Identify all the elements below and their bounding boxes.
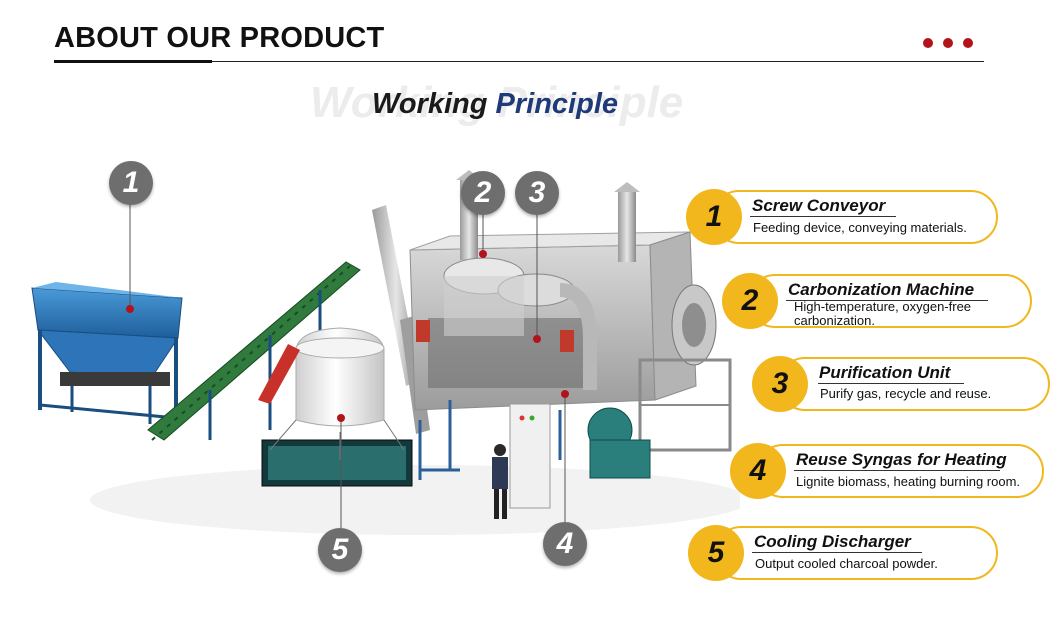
pointer-dot	[533, 335, 541, 343]
card-pill	[712, 190, 998, 244]
page-title: ABOUT OUR PRODUCT	[54, 22, 385, 54]
legend-card-1: 1 Screw Conveyor Feeding device, conveyi…	[686, 189, 998, 245]
pointer-dot	[561, 390, 569, 398]
support-frame	[418, 400, 562, 480]
pointer-dot	[126, 305, 134, 313]
card-title: Screw Conveyor	[752, 196, 886, 215]
induced-draft-fan	[587, 407, 651, 479]
section-subtitle: Working Principle	[372, 88, 618, 121]
pointer-leaders	[129, 204, 566, 528]
card-number-badge: 2	[722, 273, 778, 329]
header-divider	[54, 61, 984, 62]
card-number-badge: 1	[686, 189, 742, 245]
feed-hopper	[31, 282, 183, 424]
header-underline-accent	[54, 60, 212, 63]
card-pill	[748, 274, 1032, 328]
card-title-underline	[752, 552, 922, 553]
card-title-underline	[794, 470, 1000, 471]
red-dot-icon	[943, 38, 953, 48]
card-pill	[714, 526, 998, 580]
card-number-badge: 5	[688, 525, 744, 581]
pointer-dot	[337, 414, 345, 422]
decorative-dots	[923, 38, 973, 48]
subtitle-word-1: Working	[372, 88, 488, 120]
marker-1: 1	[109, 161, 153, 205]
legend-card-5: 5 Cooling Discharger Output cooled charc…	[688, 525, 998, 581]
legend-card-4: 4 Reuse Syngas for Heating Lignite bioma…	[730, 443, 1044, 499]
worker-figure	[492, 444, 508, 519]
marker-2: 2	[461, 171, 505, 215]
rotary-drum-end	[638, 284, 732, 452]
red-dot-icon	[963, 38, 973, 48]
marker-5: 5	[318, 528, 362, 572]
card-title-underline	[786, 300, 988, 301]
subtitle-word-2: Principle	[495, 88, 619, 120]
red-dot-icon	[923, 38, 933, 48]
card-number-badge: 4	[730, 443, 786, 499]
belt-conveyor	[147, 261, 361, 441]
marker-3: 3	[515, 171, 559, 215]
card-number-badge: 3	[752, 356, 808, 412]
card-title-underline	[818, 383, 964, 384]
card-pill	[756, 444, 1044, 498]
legend-card-3: 3 Purification Unit Purify gas, recycle …	[752, 356, 1052, 412]
machine-illustration	[31, 170, 740, 535]
card-description: Lignite biomass, heating burning room.	[796, 474, 1021, 489]
marker-4: 4	[543, 522, 587, 566]
pointer-dot	[479, 250, 487, 258]
card-description: High-temperature, oxygen-free carbonizat…	[794, 299, 972, 328]
card-title: Purification Unit	[819, 363, 951, 382]
card-title: Reuse Syngas for Heating	[796, 450, 1007, 469]
card-description: Feeding device, conveying materials.	[753, 220, 967, 235]
card-pill	[778, 357, 1050, 411]
card-description: Output cooled charcoal powder.	[755, 556, 938, 571]
subtitle-watermark: Working Principle	[310, 78, 684, 127]
red-heater-tube	[258, 344, 300, 404]
card-title-underline	[750, 216, 896, 217]
ground-shadow	[90, 465, 740, 535]
card-title: Carbonization Machine	[788, 280, 975, 299]
legend-card-2: 2 Carbonization Machine High-temperature…	[722, 273, 1032, 329]
card-title: Cooling Discharger	[754, 532, 911, 551]
control-cabinet	[509, 403, 551, 509]
card-description: Purify gas, recycle and reuse.	[820, 386, 992, 401]
